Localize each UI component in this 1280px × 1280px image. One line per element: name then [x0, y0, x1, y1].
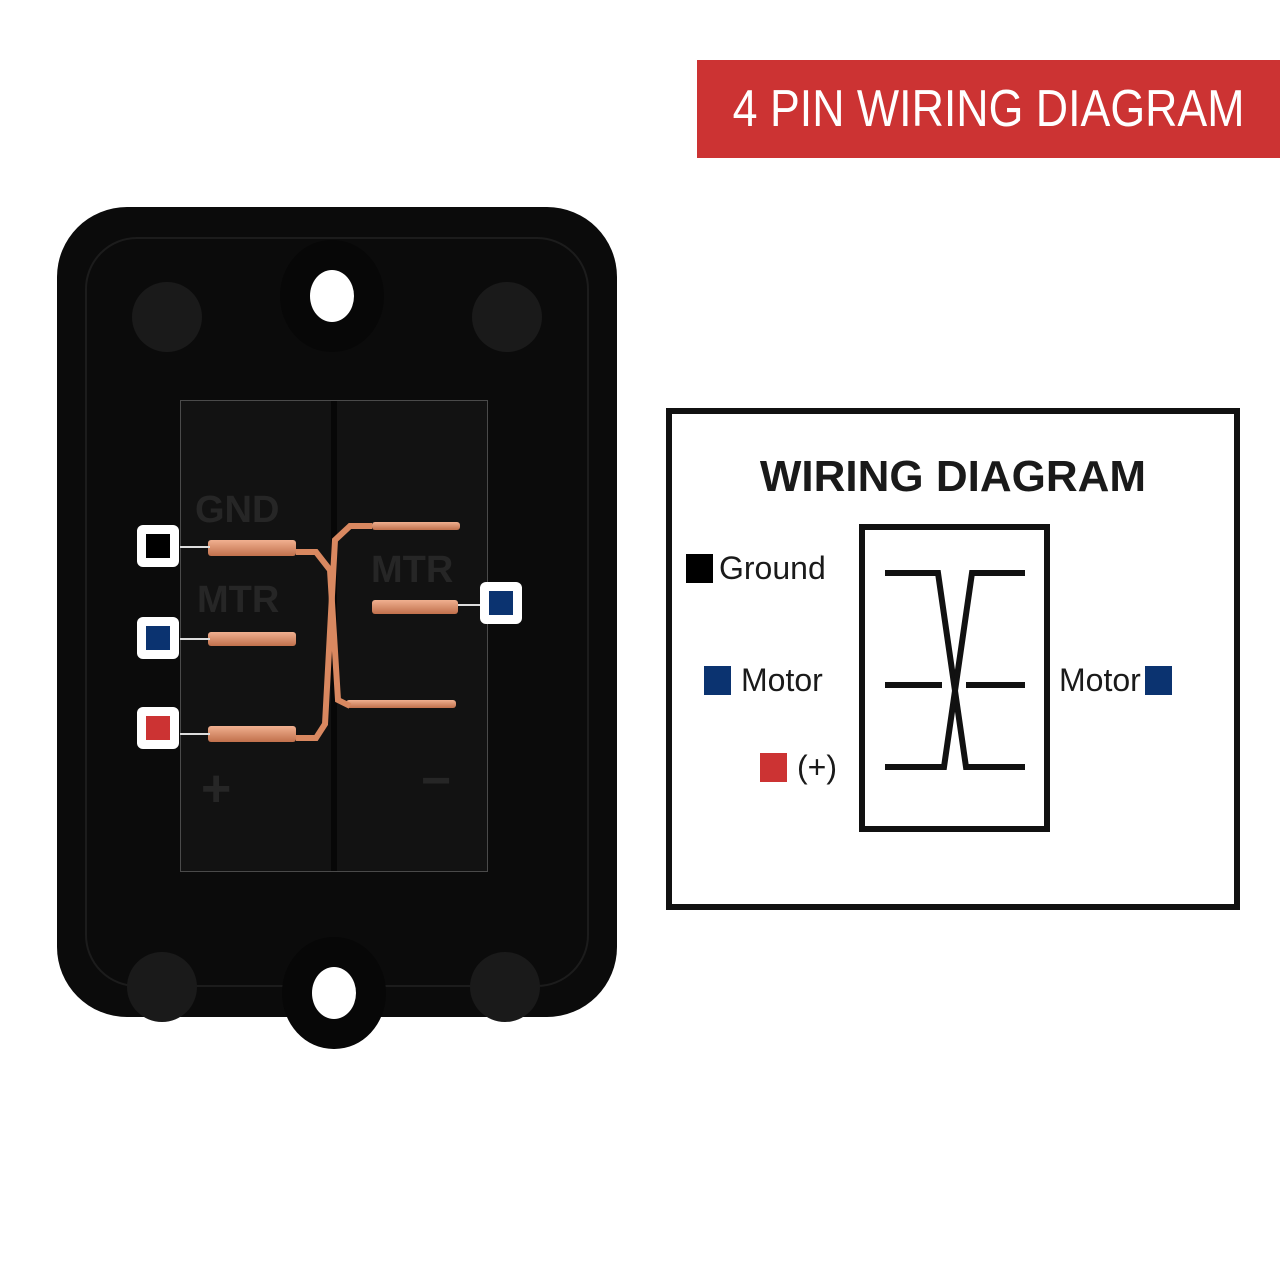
callout-motor-right — [480, 582, 522, 624]
black-square-icon — [146, 534, 170, 558]
legend-motor-right: Motor — [1059, 662, 1172, 699]
legend-positive: (+) — [760, 749, 837, 786]
title-text: 4 PIN WIRING DIAGRAM — [732, 80, 1245, 138]
molded-mtr-right: MTR — [371, 549, 454, 591]
molded-gnd: GND — [195, 489, 280, 531]
screw-hole-top — [310, 270, 354, 322]
jumper-bottom — [346, 700, 456, 708]
jumper-wires — [296, 523, 372, 741]
molded-minus: − — [421, 752, 452, 810]
red-square-icon — [146, 716, 170, 740]
black-square-icon — [686, 554, 713, 583]
leader-line — [180, 546, 210, 548]
title-banner: 4 PIN WIRING DIAGRAM — [697, 60, 1280, 158]
leader-line — [458, 604, 480, 606]
mount-boss — [132, 282, 202, 352]
legend-label: (+) — [797, 749, 837, 785]
terminal-motor-left — [208, 632, 296, 646]
red-square-icon — [760, 753, 787, 782]
switch-photo — [57, 207, 617, 1022]
molded-mtr-left: MTR — [197, 579, 280, 621]
callout-motor-left — [137, 617, 179, 659]
molded-plus: + — [201, 760, 232, 818]
blue-square-icon — [1144, 666, 1172, 695]
legend-motor-left: Motor — [704, 662, 823, 699]
screw-hole-bottom — [312, 967, 356, 1019]
blue-square-icon — [489, 591, 513, 615]
legend-ground: Ground — [686, 550, 826, 587]
blue-square-icon — [146, 626, 170, 650]
jumper-top — [372, 522, 460, 530]
leader-line — [180, 638, 210, 640]
schematic-title: WIRING DIAGRAM — [759, 452, 1147, 501]
legend-label: Motor — [741, 662, 823, 698]
leader-line — [180, 733, 210, 735]
mount-boss — [127, 952, 197, 1022]
terminal-motor-right — [372, 600, 458, 614]
legend-label: Ground — [719, 550, 826, 586]
terminal-ground — [208, 540, 296, 556]
mount-boss — [472, 282, 542, 352]
blue-square-icon — [704, 666, 731, 695]
callout-ground — [137, 525, 179, 567]
terminal-positive — [208, 726, 296, 742]
callout-positive — [137, 707, 179, 749]
legend-label: Motor — [1059, 662, 1141, 698]
mount-boss — [470, 952, 540, 1022]
